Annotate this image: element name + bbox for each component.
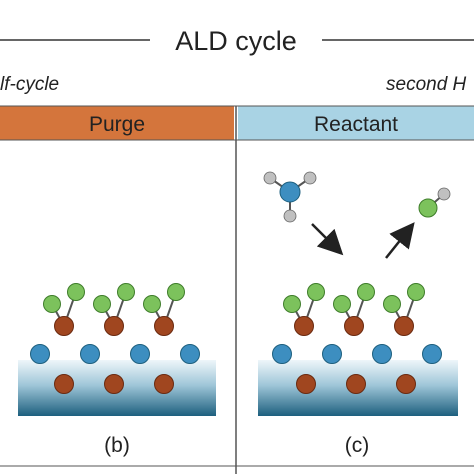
ligand-atom bbox=[333, 295, 351, 313]
metal-atom bbox=[296, 374, 316, 394]
diagram-title: ALD cycle bbox=[175, 26, 297, 56]
metal-atom bbox=[396, 374, 416, 394]
reactant-header-bar bbox=[238, 106, 474, 140]
hydrogen-atom bbox=[263, 171, 277, 185]
ligand-atom bbox=[117, 283, 135, 301]
caption-b: (b) bbox=[104, 434, 130, 457]
hydrogen-atom bbox=[283, 209, 297, 223]
surface-atom bbox=[372, 344, 392, 364]
ligand-atom bbox=[43, 295, 61, 313]
surface-atom bbox=[180, 344, 200, 364]
surface-atom bbox=[80, 344, 100, 364]
reactant-molecule bbox=[263, 171, 317, 223]
purge-header-bar bbox=[0, 106, 234, 140]
surface-atom bbox=[272, 344, 292, 364]
metal-atom bbox=[344, 316, 364, 336]
metal-atom bbox=[154, 374, 174, 394]
half-cycle-label-left: lf-cycle bbox=[0, 74, 59, 95]
surface-atom bbox=[422, 344, 442, 364]
ligand-atom bbox=[383, 295, 401, 313]
surface-atom bbox=[322, 344, 342, 364]
metal-atom bbox=[394, 316, 414, 336]
metal-atom bbox=[104, 374, 124, 394]
metal-atom bbox=[54, 374, 74, 394]
metal-atom bbox=[294, 316, 314, 336]
ligand-atom bbox=[283, 295, 301, 313]
ligand-atom bbox=[143, 295, 161, 313]
surface-atom bbox=[130, 344, 150, 364]
caption-c: (c) bbox=[345, 434, 370, 457]
ligand-atom bbox=[407, 283, 425, 301]
half-cycle-label-right: second H bbox=[386, 74, 467, 95]
ligand-atom bbox=[307, 283, 325, 301]
arrow-down-icon bbox=[311, 223, 344, 256]
surface-atom bbox=[30, 344, 50, 364]
metal-atom bbox=[346, 374, 366, 394]
surface-layer-b bbox=[30, 283, 200, 394]
surface-layer-c bbox=[272, 283, 442, 394]
arrow-up-icon bbox=[385, 222, 415, 259]
metal-atom bbox=[104, 316, 124, 336]
reactant-center-atom bbox=[279, 181, 301, 203]
ligand-atom bbox=[93, 295, 111, 313]
hydrogen-atom bbox=[303, 171, 317, 185]
metal-atom bbox=[54, 316, 74, 336]
ligand-atom bbox=[357, 283, 375, 301]
ligand-atom bbox=[418, 198, 438, 218]
reactant-header-label: Reactant bbox=[314, 113, 398, 136]
byproduct-molecule bbox=[418, 187, 451, 218]
purge-header-label: Purge bbox=[89, 113, 145, 136]
hydrogen-atom bbox=[437, 187, 451, 201]
ligand-atom bbox=[67, 283, 85, 301]
metal-atom bbox=[154, 316, 174, 336]
ligand-atom bbox=[167, 283, 185, 301]
